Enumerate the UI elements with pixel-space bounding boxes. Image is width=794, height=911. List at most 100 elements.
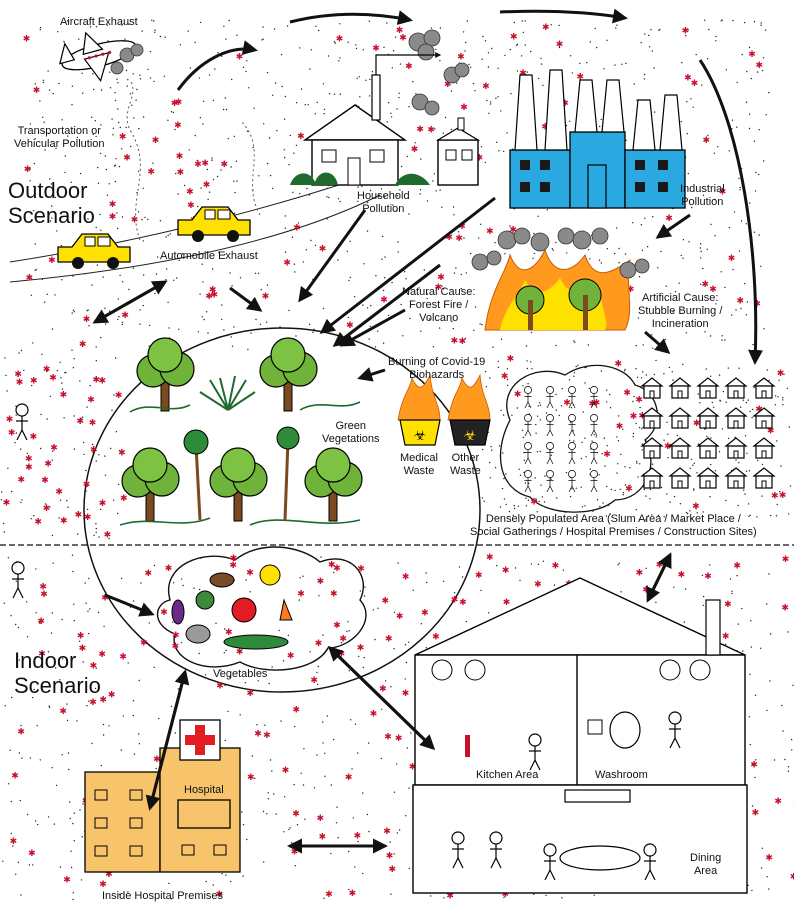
pollutant-particle: ✱	[50, 444, 58, 454]
pollutant-particle: ✱	[556, 40, 564, 50]
hut	[753, 437, 775, 459]
hut	[641, 377, 663, 399]
pollutant-particle: ✱	[315, 639, 323, 649]
pollutant-particle: ✱	[293, 224, 301, 234]
transportation-label: Transportation or Vehicular Pollution	[14, 125, 105, 151]
pollutant-particle: ✱	[177, 168, 185, 178]
pollutant-particle: ✱	[38, 650, 46, 660]
pollutant-particle: ✱	[530, 498, 538, 508]
pollutant-particle: ✱	[160, 608, 168, 618]
pollutant-particle: ✱	[75, 511, 83, 521]
pollutant-particle: ✱	[18, 476, 26, 486]
covid-biohazard-label: Burning of Covid-19 Biohazards	[388, 356, 485, 382]
pollutant-particle: ✱	[118, 449, 126, 459]
hut	[725, 467, 747, 489]
pollutant-particle: ✱	[201, 159, 209, 169]
pollutant-particle: ✱	[703, 136, 711, 146]
pollutant-particle: ✱	[263, 731, 271, 741]
pollutant-particle: ✱	[6, 415, 14, 425]
house-smoke-arrow	[375, 52, 442, 75]
pollutant-particle: ✱	[317, 577, 325, 587]
airplane	[58, 31, 137, 83]
pollutant-particle: ✱	[502, 890, 510, 900]
pollutant-particle: ✱	[616, 422, 624, 432]
pollutant-particle: ✱	[283, 259, 291, 269]
hut	[669, 437, 691, 459]
pollutant-particle: ✱	[370, 709, 378, 719]
covid-line-2: Biohazards	[409, 369, 465, 381]
green-line-1: Green	[335, 420, 367, 432]
pollutant-particle: ✱	[317, 814, 325, 824]
pollutant-particle: ✱	[385, 635, 393, 645]
pollutant-particle: ✱	[395, 734, 403, 744]
pollutant-particle: ✱	[692, 502, 700, 512]
pollutant-particle: ✱	[225, 628, 233, 638]
pollutant-particle: ✱	[87, 395, 95, 405]
other-waste-bin: ☣	[447, 373, 491, 446]
pollutant-particle: ✱	[319, 833, 327, 843]
pollutant-particle: ✱	[603, 450, 611, 460]
pollutant-particle: ✱	[372, 44, 380, 54]
pollutant-particle: ✱	[771, 492, 779, 502]
pollutant-particle: ✱	[722, 632, 730, 642]
pollutant-particle: ✱	[728, 254, 736, 264]
pollutant-particle: ✱	[216, 682, 224, 692]
pollutant-particle: ✱	[104, 530, 112, 540]
pollutant-particle: ✱	[642, 586, 650, 596]
indoor-scenario-word: Scenario	[14, 673, 101, 698]
pollutant-particle: ✱	[396, 612, 404, 622]
pollutant-particle: ✱	[131, 216, 139, 226]
pollutant-particle: ✱	[297, 132, 305, 142]
washroom-label: Washroom	[595, 769, 648, 781]
hospital-building	[84, 719, 241, 873]
pollutant-particle: ✱	[76, 417, 84, 427]
pollutant-particle: ✱	[153, 755, 161, 765]
pollutant-particle: ✱	[49, 374, 57, 384]
pollutant-particle: ✱	[34, 517, 42, 527]
car-right	[177, 206, 251, 242]
pollutant-particle: ✱	[615, 359, 623, 369]
pollutant-particle: ✱	[33, 86, 41, 96]
flow-arrows	[92, 8, 764, 854]
pollutant-particle: ✱	[416, 125, 424, 135]
vegetables-label: Vegetables	[213, 668, 268, 680]
pollutant-particle: ✱	[120, 494, 128, 504]
covid-line-1: Burning of Covid-19	[388, 356, 486, 368]
pollutant-particle: ✱	[777, 369, 785, 379]
pollutant-particle: ✱	[147, 168, 155, 178]
pollutant-particle: ✱	[109, 200, 117, 210]
pollutant-particle: ✱	[755, 405, 763, 415]
hut	[669, 377, 691, 399]
dense-huts	[641, 377, 775, 489]
pollutant-particle: ✱	[98, 650, 106, 660]
pollutant-particle: ✱	[140, 639, 148, 649]
pollutant-particle: ✱	[89, 419, 97, 429]
pollutant-particle: ✱	[119, 653, 127, 663]
pollutant-particle: ✱	[421, 609, 429, 619]
pollutant-particle: ✱	[40, 590, 48, 600]
pollutant-particle: ✱	[30, 376, 38, 386]
outdoor-word: Outdoor	[8, 178, 88, 203]
artificial-line-1: Artificial Cause:	[641, 292, 719, 304]
pollutant-particle: ✱	[534, 580, 542, 590]
pollutant-particle: ✱	[733, 562, 741, 572]
pollutant-particle: ✱	[48, 256, 56, 266]
pollutant-particle: ✱	[211, 290, 219, 300]
household-pollution-label: Household Pollution	[357, 190, 410, 216]
pollutant-particle: ✱	[262, 292, 270, 302]
pollutant-particle: ✱	[774, 797, 782, 807]
pollutant-particle: ✱	[43, 504, 51, 514]
pollutant-particle: ✱	[339, 634, 347, 644]
pollutant-particle: ✱	[782, 555, 790, 565]
person-outdoor	[15, 403, 29, 441]
outdoor-scenario-title: Outdoor Scenario	[8, 178, 95, 228]
pollutant-particle: ✱	[630, 412, 638, 422]
pollutant-particle: ✱	[108, 691, 116, 701]
pollutant-particle: ✱	[236, 53, 244, 63]
pollutant-particle: ✱	[10, 837, 18, 847]
pollutant-particle: ✱	[382, 597, 390, 607]
inside-hospital-premises-label: Inside Hospital Premises	[102, 890, 224, 902]
pollutant-particle: ✱	[99, 377, 107, 387]
pollutant-particle: ✱	[446, 892, 454, 902]
